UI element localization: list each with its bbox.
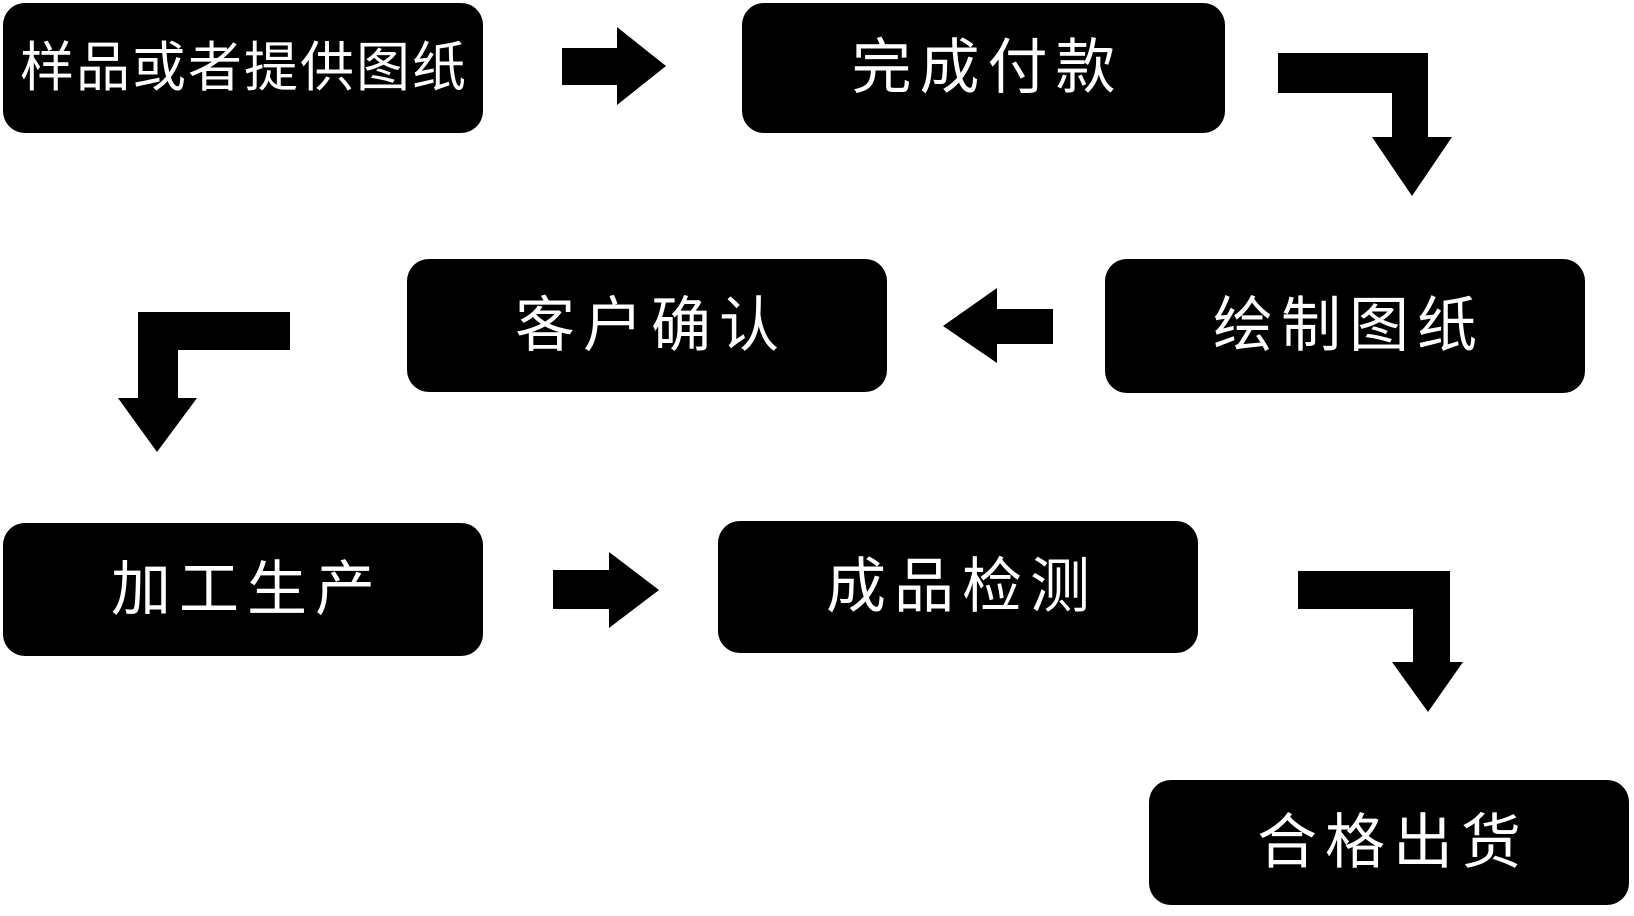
elbow-down-arrow-icon (1278, 53, 1452, 196)
arrow-right-icon (553, 552, 659, 628)
node-label: 客户确认 (515, 291, 787, 359)
connector-sample-to-payment (562, 27, 666, 105)
node-label: 样品或者提供图纸 (20, 38, 468, 98)
node-customer-confirmation: 客户确认 (407, 259, 887, 392)
connector-confirmation-to-production (118, 312, 290, 452)
connector-production-to-inspection (553, 552, 659, 628)
connector-payment-to-drawing (1278, 53, 1452, 196)
node-qualified-shipment: 合格出货 (1149, 780, 1629, 905)
node-label: 加工生产 (111, 555, 383, 623)
elbow-down-arrow-icon (1298, 571, 1463, 712)
elbow-down-arrow-icon (118, 312, 290, 452)
connector-drawing-to-confirmation (943, 288, 1053, 363)
node-draw-drawings: 绘制图纸 (1105, 259, 1585, 393)
node-label: 合格出货 (1257, 808, 1529, 876)
node-product-inspection: 成品检测 (718, 521, 1198, 653)
arrow-left-icon (943, 288, 1053, 363)
connector-inspection-to-shipment (1298, 571, 1463, 712)
node-label: 绘制图纸 (1213, 292, 1485, 359)
node-label: 成品检测 (826, 553, 1098, 620)
node-processing-production: 加工生产 (3, 523, 483, 656)
arrow-right-icon (562, 27, 666, 105)
node-complete-payment: 完成付款 (742, 3, 1225, 133)
node-label: 完成付款 (851, 34, 1124, 101)
node-sample-or-drawings: 样品或者提供图纸 (3, 3, 483, 133)
